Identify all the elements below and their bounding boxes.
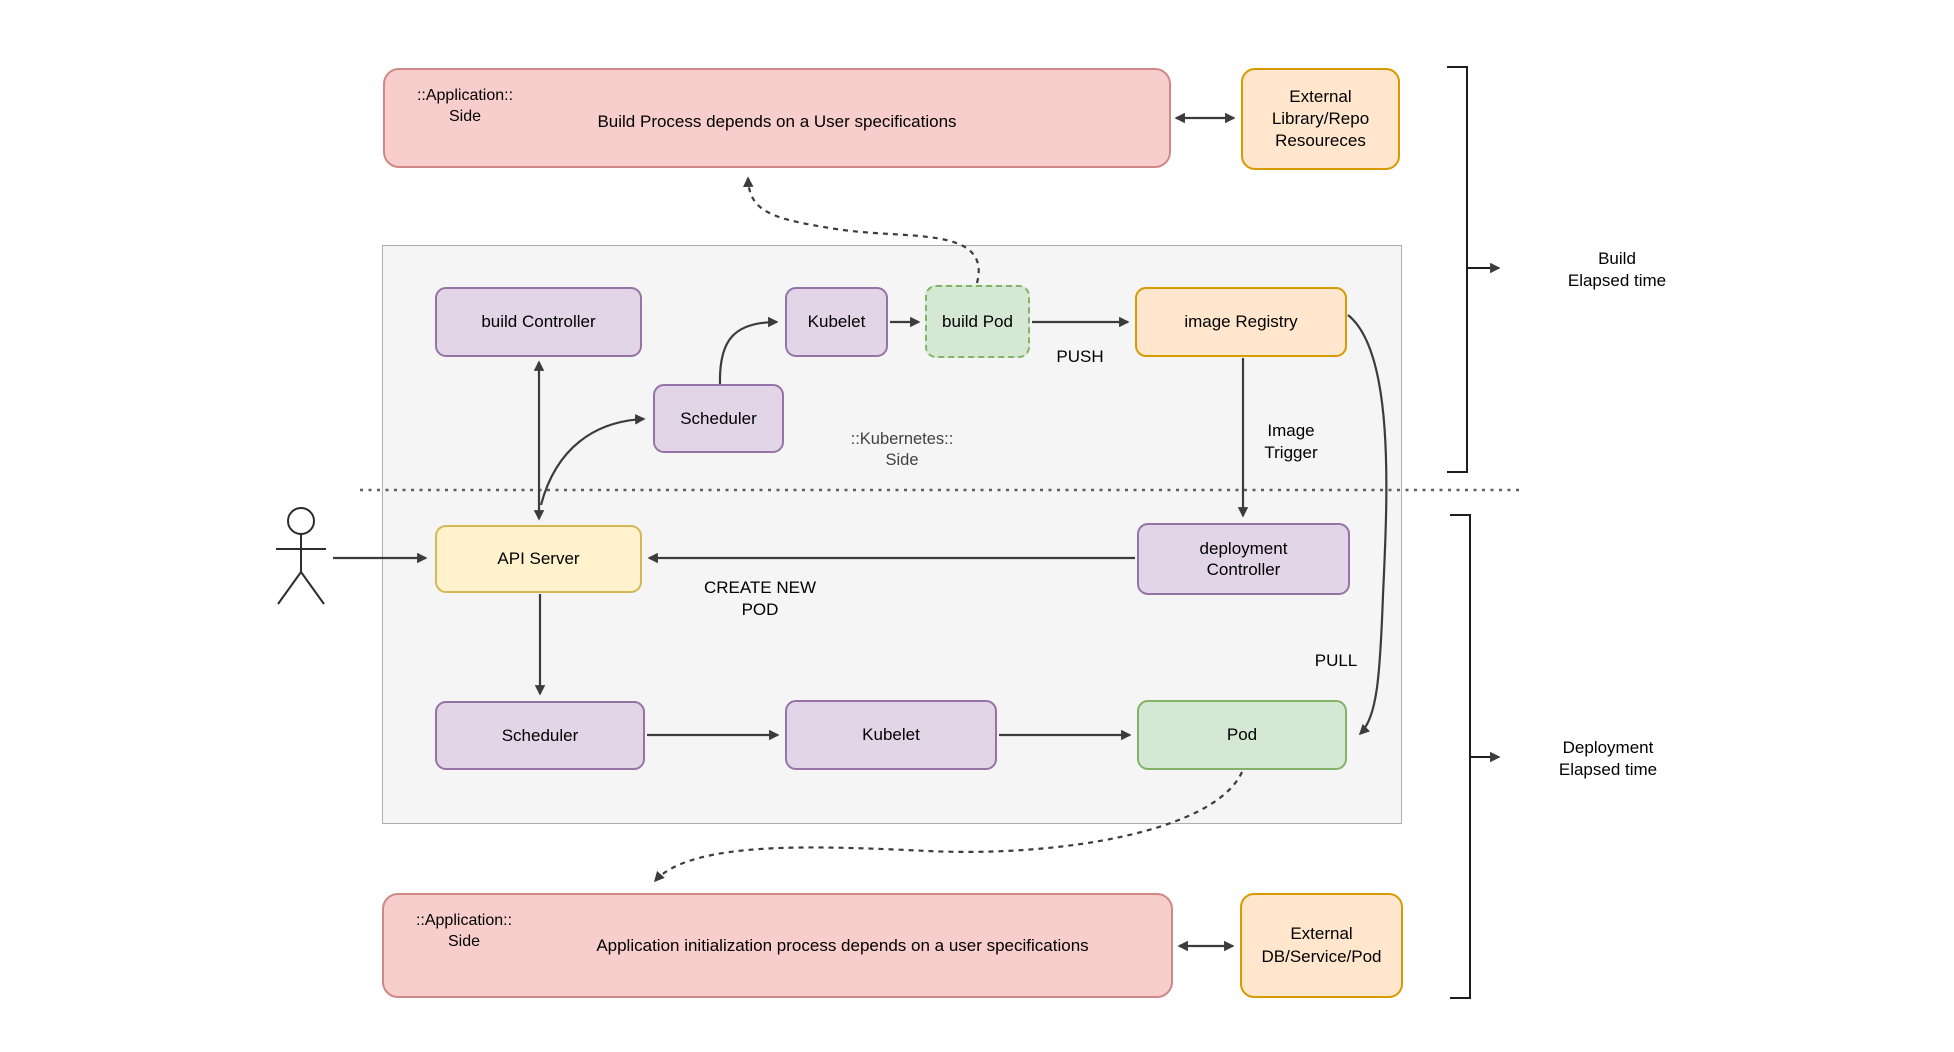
scheduler-build-label: Scheduler: [680, 408, 757, 428]
node-scheduler-build: Scheduler: [653, 384, 784, 453]
scheduler-deploy-label: Scheduler: [501, 725, 579, 745]
kubernetes-side-label: ::Kubernetes:: Side: [828, 429, 976, 472]
image-trigger-line1: Image: [1267, 421, 1315, 440]
build-elapsed-line2: Elapsed time: [1567, 271, 1667, 291]
node-external-library-repo: External Library/Repo Resoureces: [1241, 68, 1400, 170]
node-application-side-build: ::Application:: Side Build Process depen…: [383, 68, 1171, 168]
kubernetes-side-line2: Side: [885, 451, 919, 470]
deploy-elapsed-bracket: [1450, 514, 1471, 999]
node-build-pod: build Pod: [925, 285, 1030, 358]
create-new-pod-label: CREATE NEW POD: [680, 577, 840, 621]
arrow-apiserver-scheduler-build: [539, 414, 646, 506]
node-application-side-deploy: ::Application:: Side Application initial…: [382, 893, 1173, 998]
node-image-registry: image Registry: [1135, 287, 1347, 357]
create-new-pod-line2: POD: [741, 600, 779, 620]
build-pod-label: build Pod: [942, 311, 1013, 331]
pull-text: PULL: [1314, 651, 1358, 670]
deployment-elapsed-time-label: Deployment Elapsed time: [1528, 737, 1688, 781]
application-side-corner-label: ::Application:: Side: [399, 86, 531, 128]
application-bottom-label-line1: ::Application::: [415, 912, 513, 929]
build-elapsed-bracket: [1447, 66, 1468, 473]
kubelet-build-label: Kubelet: [807, 312, 866, 332]
actor-figure: [276, 507, 326, 605]
deployment-controller-label: deployment Controller: [1199, 538, 1288, 579]
dashed-arrow-pod-application: [653, 771, 1243, 883]
pod-label: Pod: [1226, 725, 1258, 745]
kubelet-deploy-label: Kubelet: [862, 725, 920, 745]
application-side-corner-label-bottom: ::Application:: Side: [398, 911, 530, 953]
arrow-imageregistry-pod-pull: [1347, 314, 1388, 736]
actor-left-leg: [277, 571, 302, 605]
dashed-arrow-buildpod-application: [743, 176, 980, 284]
create-new-pod-line1: CREATE NEW: [703, 578, 817, 597]
push-label: PUSH: [1040, 346, 1120, 368]
build-elapsed-time-label: Build Elapsed time: [1537, 248, 1697, 292]
deploy-elapsed-line1: Deployment: [1562, 738, 1654, 757]
node-kubelet-deploy: Kubelet: [785, 700, 997, 770]
extdb-line1: External: [1290, 924, 1353, 944]
image-trigger-line2: Trigger: [1264, 443, 1318, 463]
push-text: PUSH: [1056, 347, 1104, 366]
node-scheduler-deploy: Scheduler: [435, 701, 645, 770]
api-server-label: API Server: [497, 549, 580, 569]
node-external-db-service-pod: External DB/Service/Pod: [1240, 893, 1403, 998]
node-build-controller: build Controller: [435, 287, 642, 357]
application-label-line1: ::Application::: [416, 87, 514, 104]
deploy-elapsed-line2: Elapsed time: [1558, 760, 1658, 780]
node-api-server: API Server: [435, 525, 642, 593]
actor-right-leg: [300, 571, 325, 605]
build-process-text: Build Process depends on a User specific…: [597, 112, 957, 131]
extdb-line2: DB/Service/Pod: [1261, 946, 1382, 966]
node-deployment-controller: deployment Controller: [1137, 523, 1350, 595]
pull-label: PULL: [1300, 650, 1372, 672]
extlib-line3: Resoureces: [1275, 131, 1366, 151]
node-pod: Pod: [1137, 700, 1347, 770]
build-elapsed-line1: Build: [1598, 249, 1636, 268]
application-label-line2: Side: [448, 107, 482, 125]
node-kubelet-build: Kubelet: [785, 287, 888, 357]
actor-head: [287, 507, 315, 535]
kubernetes-side-line1: ::Kubernetes::: [850, 430, 954, 448]
arrow-scheduler-kubelet-build: [718, 316, 779, 385]
extlib-line1: External: [1289, 86, 1352, 106]
application-bottom-label-line2: Side: [447, 932, 481, 950]
image-registry-label: image Registry: [1184, 312, 1298, 332]
build-controller-label: build Controller: [481, 312, 596, 332]
extlib-line2: Library/Repo: [1271, 108, 1370, 128]
app-init-text: Application initialization process depen…: [596, 936, 1089, 955]
image-trigger-label: Image Trigger: [1253, 420, 1329, 464]
